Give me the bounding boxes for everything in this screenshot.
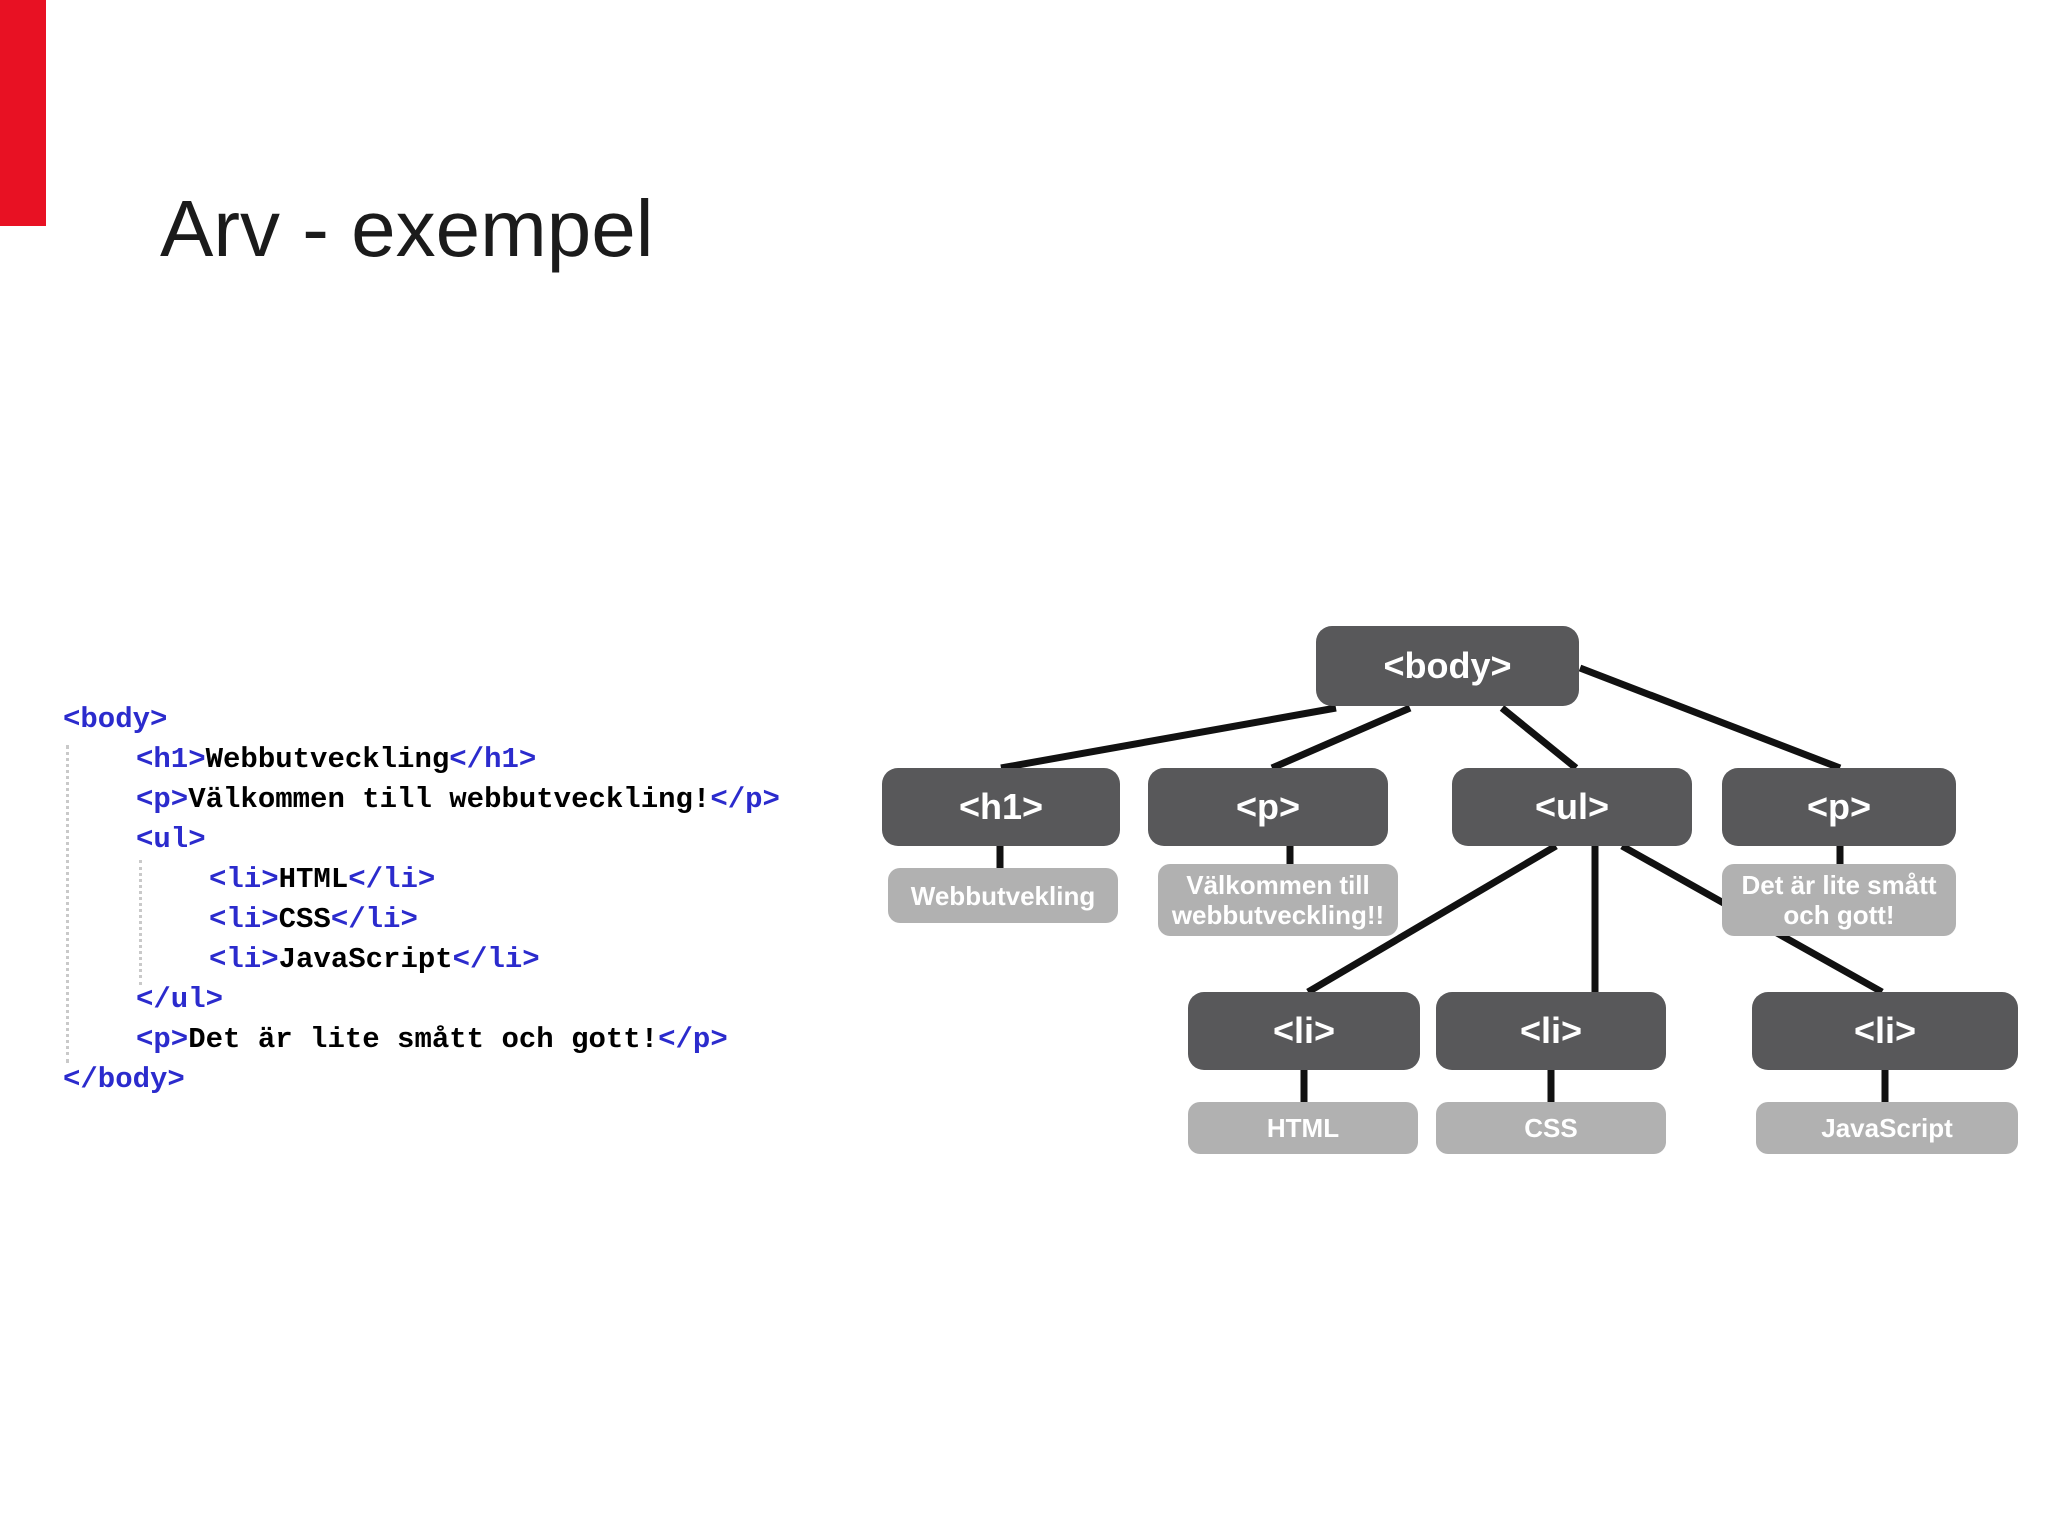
- label-line: Välkommen till: [1186, 870, 1370, 900]
- code-text: HTML: [278, 863, 349, 896]
- code-tag: </li>: [330, 903, 418, 936]
- code-text: JavaScript: [278, 943, 453, 976]
- code-tag: </ul>: [136, 983, 224, 1016]
- code-tag: </h1>: [449, 743, 537, 776]
- code-text: Webbutveckling: [205, 743, 450, 776]
- code-tag: </body>: [63, 1063, 185, 1096]
- code-line: <h1>Webbutveckling</h1>: [63, 740, 883, 780]
- slide-title: Arv - exempel: [160, 184, 654, 273]
- code-tag: <li>: [209, 943, 279, 976]
- code-line: <p>Välkommen till webbutveckling!</p>: [63, 780, 883, 820]
- label-line: Det är lite smått: [1741, 870, 1937, 900]
- code-line: <body>: [63, 700, 883, 740]
- code-snippet: <body> <h1>Webbutveckling</h1> <p>Välkom…: [63, 700, 883, 1100]
- code-tag: <h1>: [136, 743, 206, 776]
- tree-node-body: <body>: [1316, 626, 1579, 706]
- code-line: <ul>: [63, 820, 883, 860]
- indent-guide: [139, 860, 142, 985]
- dom-tree-diagram: <body> <h1> <p> <ul> <p> Webbutvekling V…: [860, 600, 2048, 1180]
- tree-node-p-1: <p>: [1148, 768, 1388, 846]
- code-text: CSS: [278, 903, 331, 936]
- tree-label-li3-value: JavaScript: [1756, 1102, 2018, 1154]
- tree-node-li-2: <li>: [1436, 992, 1666, 1070]
- label-line: och gott!: [1783, 900, 1895, 930]
- code-line: </ul>: [63, 980, 883, 1020]
- indent-guide: [66, 745, 69, 1063]
- code-tag: </li>: [452, 943, 540, 976]
- red-accent-bar: [0, 0, 46, 226]
- code-tag: <p>: [136, 783, 189, 816]
- tree-node-li-1: <li>: [1188, 992, 1420, 1070]
- label-line: webbutveckling!!: [1171, 900, 1385, 930]
- tree-node-li-3: <li>: [1752, 992, 2018, 1070]
- code-tag: </p>: [710, 783, 780, 816]
- code-line: <li>CSS</li>: [63, 900, 883, 940]
- tree-label-p2-value: Det är lite smått och gott!: [1722, 864, 1956, 936]
- code-tag: <p>: [136, 1023, 189, 1056]
- tree-node-h1: <h1>: [882, 768, 1120, 846]
- tree-label-li2-value: CSS: [1436, 1102, 1666, 1154]
- tree-connector-lines: [996, 664, 1889, 1102]
- code-text: Det är lite smått och gott!: [188, 1023, 659, 1056]
- code-line: <p>Det är lite smått och gott!</p>: [63, 1020, 883, 1060]
- code-tag: </li>: [348, 863, 436, 896]
- code-tag: <ul>: [136, 823, 206, 856]
- code-tag: <body>: [63, 703, 168, 736]
- code-text: Välkommen till webbutveckling!: [188, 783, 711, 816]
- code-tag: </p>: [658, 1023, 728, 1056]
- tree-label-p1-value: Välkommen till webbutveckling!!: [1158, 864, 1398, 936]
- tree-label-h1-value: Webbutvekling: [888, 868, 1118, 923]
- tree-node-ul: <ul>: [1452, 768, 1692, 846]
- code-line: </body>: [63, 1060, 883, 1100]
- code-tag: <li>: [209, 863, 279, 896]
- tree-node-p-2: <p>: [1722, 768, 1956, 846]
- tree-label-li1-value: HTML: [1188, 1102, 1418, 1154]
- code-tag: <li>: [209, 903, 279, 936]
- code-line: <li>JavaScript</li>: [63, 940, 883, 980]
- code-line: <li>HTML</li>: [63, 860, 883, 900]
